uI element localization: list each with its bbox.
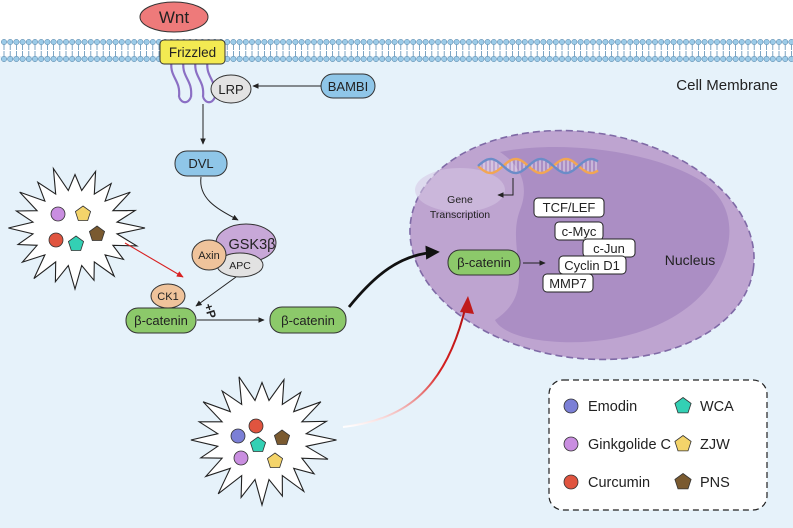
wca-pentagon-marker — [67, 235, 85, 251]
dvl-label: DVL — [188, 156, 213, 171]
gene-transcription-arrow — [497, 178, 514, 198]
legend-marker-pns — [674, 473, 692, 490]
emodin-marker — [230, 428, 246, 444]
bambi-label: BAMBI — [328, 79, 368, 94]
lower-drug-burst — [190, 376, 337, 508]
gene-label: Gene — [447, 194, 473, 206]
frizzled-transmembrane-coils — [170, 57, 217, 104]
gene-label-mmp7: MMP7 — [549, 276, 587, 291]
legend: Emodin WCA Ginkgolide C ZJW Curcumin PNS — [548, 379, 768, 511]
drug-inhibition-arrow — [124, 242, 184, 278]
frizzled-label: Frizzled — [169, 45, 216, 60]
drug-to-nucleus-arrow — [342, 304, 467, 428]
gene-box-c-myc — [554, 221, 604, 241]
zjw-pentagon-marker — [74, 205, 92, 221]
ck1-label: CK1 — [157, 291, 178, 303]
wnt-ligand — [139, 1, 209, 33]
phosphorylation-label: +P — [201, 302, 219, 321]
gene-box-mmp7 — [542, 273, 594, 293]
gsk3b-label: GSK3β — [228, 237, 275, 253]
pns-pentagon-marker-2 — [273, 429, 291, 445]
cell-membrane — [0, 39, 793, 62]
gene-label-c-jun: c-Jun — [593, 241, 625, 256]
legend-marker-emodin — [563, 398, 579, 414]
legend-marker-curcumin — [563, 474, 579, 490]
curcumin-marker-2 — [248, 418, 264, 434]
ginkgolide-c-marker — [50, 206, 66, 222]
gene-label-c-myc: c-Myc — [562, 224, 597, 239]
curcumin-marker — [48, 232, 64, 248]
upper-drug-burst — [8, 166, 146, 292]
legend-items: Emodin WCA Ginkgolide C ZJW Curcumin PNS — [563, 397, 734, 491]
zjw-pentagon-marker-2 — [266, 452, 284, 468]
dvl-node — [174, 150, 228, 177]
nucleus — [409, 129, 755, 361]
legend-marker-wca — [674, 397, 692, 414]
legend-marker-zjw — [674, 435, 692, 452]
gene-label-tcf-lef: TCF/LEF — [543, 200, 596, 215]
dna-helix — [477, 157, 599, 175]
drug-to-nucleus-arrowhead — [460, 296, 474, 314]
gene-label-cyclin-d1: Cyclin D1 — [564, 258, 620, 273]
nucleus-label: Nucleus — [665, 252, 716, 268]
lrp-coreceptor — [210, 74, 252, 104]
pns-pentagon-marker — [88, 225, 106, 241]
dvl-to-gsk3b-arrow — [200, 176, 239, 221]
axin-node — [191, 239, 227, 271]
beta-catenin-complex-label: β-catenin — [134, 313, 188, 328]
legend-label-curcumin: Curcumin — [588, 475, 650, 491]
beta-catenin-free-node — [269, 306, 347, 334]
lrp-label: LRP — [218, 82, 243, 97]
axin-label: Axin — [198, 250, 219, 262]
legend-label-emodin: Emodin — [588, 399, 637, 415]
legend-label-wca: WCA — [700, 399, 734, 415]
wca-pentagon-marker-2 — [249, 436, 267, 452]
beta-catenin-nuclear-label: β-catenin — [457, 255, 511, 270]
legend-label-pns: PNS — [700, 475, 730, 491]
wnt-label: Wnt — [159, 8, 190, 27]
legend-box — [548, 379, 768, 511]
target-gene-boxes: TCF/LEF c-Myc c-Jun Cyclin D1 MMP7 — [533, 197, 636, 293]
gene-box-tcf-lef — [533, 197, 605, 218]
ginkgolide-c-marker-2 — [233, 450, 249, 466]
legend-label-ginkgolide-c: Ginkgolide C — [588, 437, 671, 453]
legend-marker-ginkgolide-c — [563, 436, 579, 452]
nuclear-translocation-arrow — [347, 245, 440, 308]
frizzled-receptor — [159, 39, 226, 65]
apc-label: APC — [229, 260, 251, 272]
beta-catenin-free-label: β-catenin — [281, 313, 335, 328]
cell-membrane-label: Cell Membrane — [676, 77, 778, 94]
beta-catenin-nuclear-node — [447, 249, 521, 276]
legend-label-zjw: ZJW — [700, 437, 730, 453]
complex-to-beta-catenin-arrow — [195, 276, 237, 307]
gene-box-cyclin-d1 — [558, 255, 627, 275]
transcription-label: Transcription — [430, 209, 490, 221]
beta-catenin-complex-node — [125, 307, 197, 334]
